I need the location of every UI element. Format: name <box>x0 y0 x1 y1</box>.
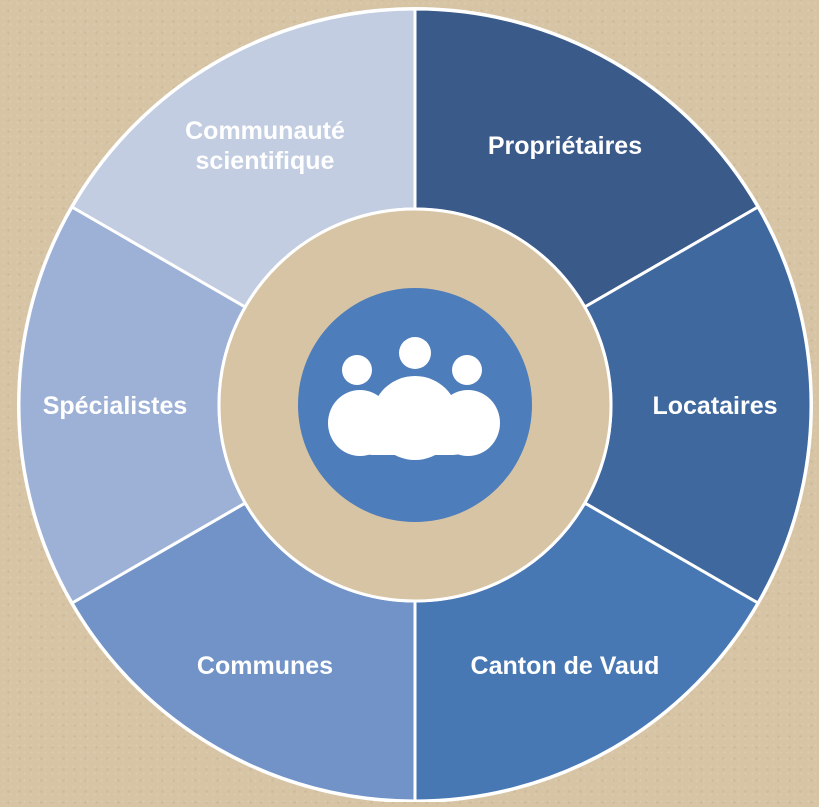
segment-label-line: Canton de Vaud <box>471 652 660 680</box>
people-group-icon <box>328 337 500 460</box>
segment-label-line: Spécialistes <box>43 392 188 420</box>
segment-label-canton-de-vaud: Canton de Vaud <box>471 652 660 680</box>
segment-label-proprietaires: Propriétaires <box>488 132 642 160</box>
segment-label-specialistes: Spécialistes <box>43 392 188 420</box>
segment-label-communes: Communes <box>197 652 333 680</box>
segment-label-line: Communes <box>197 652 333 680</box>
segment-label-line: Communauté <box>185 117 345 145</box>
segment-label-locataires: Locataires <box>652 392 777 420</box>
segment-label-line: scientifique <box>196 147 335 175</box>
segment-label-line: Locataires <box>652 392 777 420</box>
segment-label-line: Propriétaires <box>488 132 642 160</box>
